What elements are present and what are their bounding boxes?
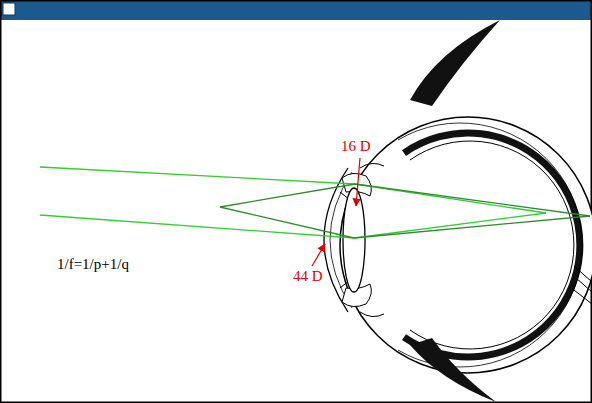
near-point-ray xyxy=(220,207,590,238)
power-label: 44 D xyxy=(292,268,324,285)
formula: 1/f=1/p+1/q xyxy=(56,256,130,273)
header-bar xyxy=(0,0,592,20)
parallel-ray xyxy=(40,213,546,238)
sclera-inner xyxy=(398,123,582,367)
lens xyxy=(343,188,365,292)
power-label: 16 D xyxy=(340,138,372,155)
near-point-ray xyxy=(220,184,590,216)
pointer-arrow xyxy=(356,158,360,206)
lower-eyelid xyxy=(410,338,496,402)
optic-nerve xyxy=(574,266,592,304)
pointer-arrow xyxy=(312,244,325,266)
sclera xyxy=(340,117,592,373)
upper-eyelid xyxy=(410,20,500,106)
parallel-ray xyxy=(40,167,546,213)
retina xyxy=(410,141,574,349)
header-icon xyxy=(3,3,15,15)
